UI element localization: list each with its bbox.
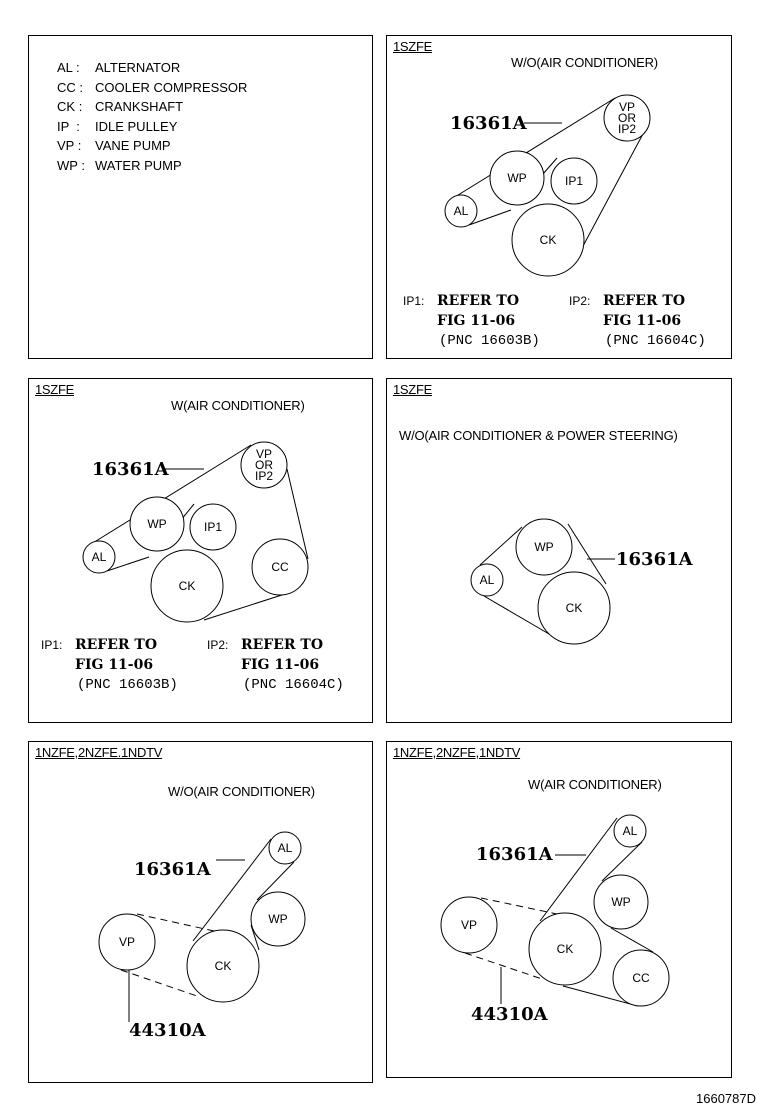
figure-number: 1660787D: [696, 1091, 756, 1106]
condition-label: W/O(AIR CONDITIONER): [511, 55, 658, 70]
svg-text:WP: WP: [507, 171, 526, 185]
legend-panel: AL :ALTERNATOR CC :COOLER COMPRESSOR CK …: [28, 35, 373, 359]
pulley-al: AL: [470, 563, 504, 597]
legend-item: AL :ALTERNATOR: [57, 58, 247, 78]
svg-text:IP2: IP2: [618, 122, 636, 136]
pulley-ck: CK: [537, 571, 611, 645]
pulley-cc: CC: [251, 538, 309, 596]
vane-belt-part-number: 44310A: [471, 1004, 549, 1025]
belt-routing-diagram: WP AL CK 16361A: [470, 518, 694, 645]
vane-belt-part-number: 44310A: [129, 1020, 207, 1041]
svg-text:IP1: IP1: [204, 520, 222, 534]
svg-text:CK: CK: [215, 959, 232, 973]
condition-label: W(AIR CONDITIONER): [528, 777, 662, 792]
belt-routing-diagram: AL WP VP CK 16361A 44310A: [98, 831, 306, 1041]
pulley-wp: WP: [489, 150, 545, 206]
svg-text:VP: VP: [461, 918, 477, 932]
pulley-wp: WP: [515, 518, 573, 576]
svg-text:AL: AL: [454, 204, 469, 218]
svg-text:AL: AL: [623, 824, 638, 838]
pulley-al: AL: [268, 831, 302, 865]
belt-part-number: 16361A: [450, 113, 528, 134]
pulley-wp: WP: [129, 496, 185, 552]
engine-code: 1SZFE: [393, 382, 432, 397]
engine-code: 1NZFE,2NZFE,1NDTV: [393, 745, 521, 760]
pulley-vp: VP: [440, 896, 498, 954]
svg-text:CC: CC: [271, 560, 289, 574]
legend-item: WP :WATER PUMP: [57, 156, 247, 176]
belt-lines: [449, 97, 645, 249]
svg-text:AL: AL: [92, 550, 107, 564]
belt-part-number: 16361A: [92, 459, 170, 480]
engine-code: 1SZFE: [35, 382, 74, 397]
pulley-ip1: IP1: [189, 503, 237, 551]
svg-text:CK: CK: [540, 233, 557, 247]
pulley-al: AL: [444, 194, 478, 228]
svg-text:OR: OR: [255, 458, 273, 472]
legend-list: AL :ALTERNATOR CC :COOLER COMPRESSOR CK …: [57, 58, 247, 175]
diagram-panel-1nzfe-with-ac: AL WP VP CK CC 16361A 44310A 1NZFE,2NZFE,1ND…: [386, 741, 732, 1078]
legend-name: IDLE PULLEY: [95, 118, 178, 134]
condition-label: W(AIR CONDITIONER): [171, 398, 305, 413]
svg-text:AL: AL: [480, 573, 495, 587]
legend-item: CK :CRANKSHAFT: [57, 97, 247, 117]
diagram-panel-1nzfe-without-ac: AL WP VP CK 16361A 44310A 1NZFE,2NZFE.1NDTV…: [28, 741, 373, 1083]
legend-item: IP :IDLE PULLEY: [57, 117, 247, 137]
svg-text:VP: VP: [119, 935, 135, 949]
legend-name: CRANKSHAFT: [95, 99, 184, 114]
legend-name: VANE PUMP: [95, 138, 171, 153]
pulley-cc: CC: [612, 949, 670, 1007]
legend-item: VP :VANE PUMP: [57, 136, 247, 156]
svg-text:VP: VP: [256, 447, 272, 461]
svg-text:WP: WP: [147, 517, 166, 531]
legend-name: WATER PUMP: [95, 157, 182, 173]
svg-text:CK: CK: [179, 579, 196, 593]
svg-text:VP: VP: [619, 100, 635, 114]
pulley-vp: VP: [98, 913, 156, 971]
pulley-al: AL: [82, 540, 116, 574]
svg-text:WP: WP: [268, 912, 287, 926]
diagram-panel-1szfe-without-ac-ps: WP AL CK 16361A 1SZFE W/O(AIR CONDITIONER …: [386, 378, 732, 723]
svg-text:CC: CC: [632, 971, 650, 985]
pulley-ck: CK: [150, 549, 224, 623]
svg-text:WP: WP: [611, 895, 630, 909]
belt-part-number: 16361A: [616, 549, 694, 570]
svg-text:CK: CK: [557, 942, 574, 956]
pulley-ck: CK: [511, 203, 585, 277]
legend-name: COOLER COMPRESSOR: [95, 79, 248, 95]
pulley-ck: CK: [186, 929, 260, 1003]
belt-routing-diagram: AL WP VP CK CC 16361A 44310A: [440, 814, 670, 1025]
belt-part-number: 16361A: [134, 859, 212, 880]
belt-part-number: 16361A: [476, 844, 554, 865]
condition-label: W/O(AIR CONDITIONER & POWER STEERING): [399, 428, 678, 443]
pulley-ip1: IP1: [550, 157, 598, 205]
pulley-wp: WP: [250, 891, 306, 947]
pulley-al: AL: [613, 814, 647, 848]
svg-text:IP1: IP1: [565, 174, 583, 188]
svg-text:IP2: IP2: [255, 469, 273, 483]
legend-name: ALTERNATOR: [95, 60, 181, 75]
svg-text:AL: AL: [278, 841, 293, 855]
pulley-wp: WP: [593, 874, 649, 930]
condition-label: W/O(AIR CONDITIONER): [168, 784, 315, 799]
engine-code: 1NZFE,2NZFE.1NDTV: [35, 745, 163, 760]
legend-item: CC :COOLER COMPRESSOR: [57, 78, 247, 98]
engine-code: 1SZFE: [393, 39, 432, 54]
svg-text:WP: WP: [534, 540, 553, 554]
svg-text:CK: CK: [566, 601, 583, 615]
pulley-ck: CK: [528, 912, 602, 986]
svg-text:OR: OR: [618, 111, 636, 125]
